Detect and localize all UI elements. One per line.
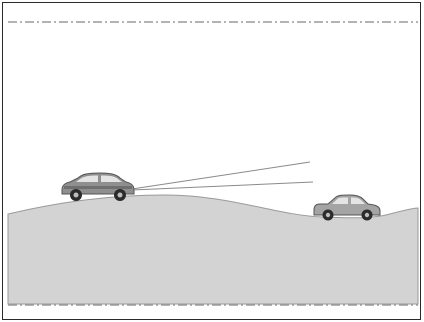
headlight-beam-upper	[132, 162, 310, 189]
headlight-beam-lower	[132, 182, 313, 190]
sedan-icon	[314, 195, 380, 221]
suv-icon	[62, 173, 134, 201]
